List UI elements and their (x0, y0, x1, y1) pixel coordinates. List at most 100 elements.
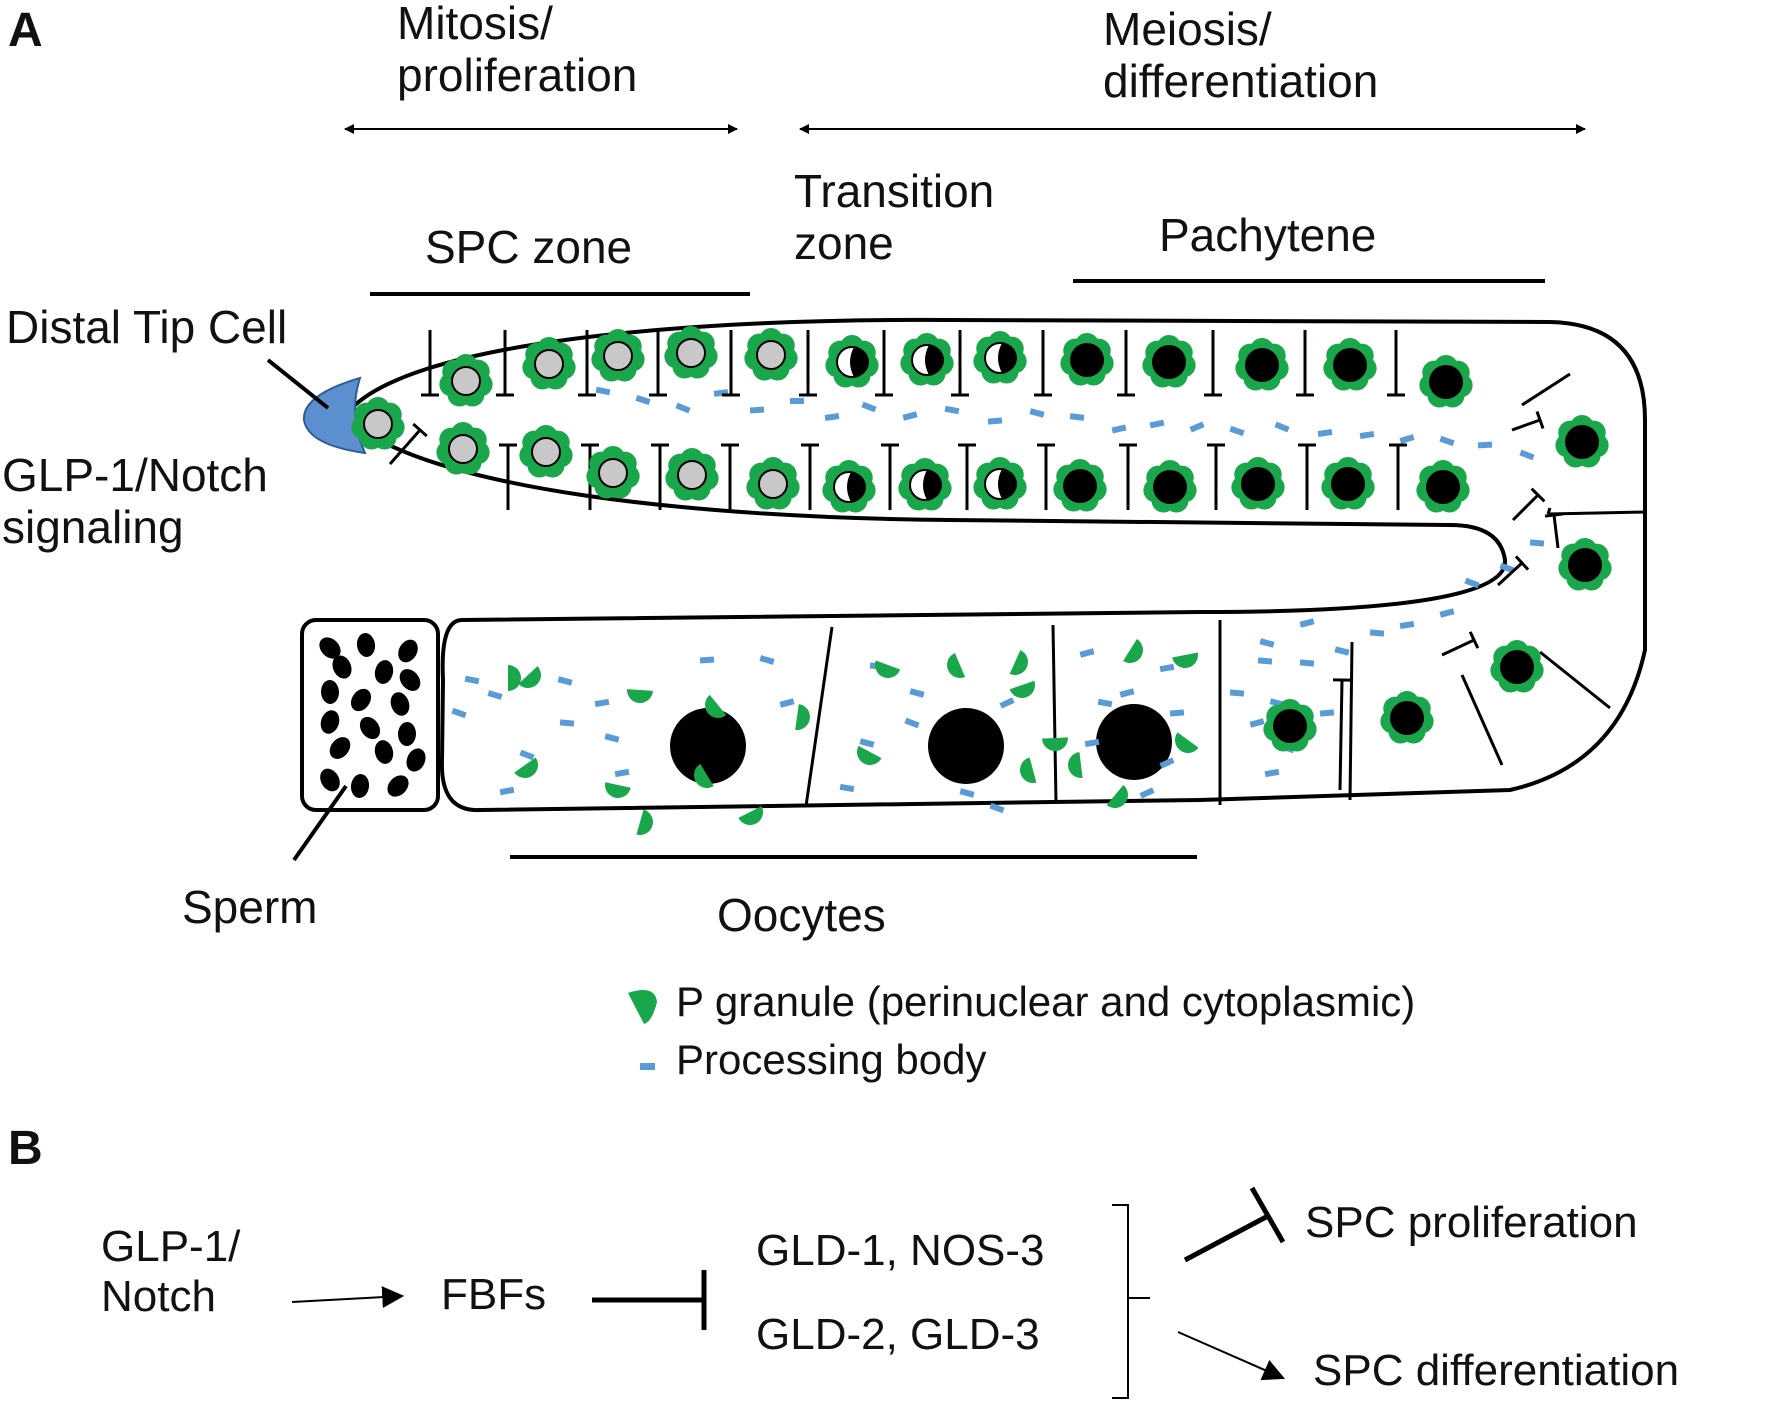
pachytene-nucleus (1152, 345, 1186, 379)
cytoplasmic-p-granule (636, 809, 653, 835)
cytoplasmic-p-granule (1106, 785, 1128, 808)
sperm-cells (319, 633, 426, 798)
processing-body-icon (640, 1063, 655, 1070)
pachytene-nucleus (1063, 469, 1097, 503)
cytoplasmic-p-granule (1042, 737, 1068, 751)
mitosis-proliferation-label: Mitosis/ proliferation (397, 0, 638, 101)
cytoplasmic-p-granule (694, 763, 714, 788)
pachytene-nucleus (1331, 467, 1365, 501)
mitotic-nucleus (531, 437, 561, 467)
germ-cell (1380, 691, 1434, 744)
processing-body (989, 802, 1005, 814)
pachytene-nucleus (1568, 548, 1602, 582)
membrane-stem (1511, 493, 1540, 522)
processing-body (1119, 688, 1135, 698)
processing-body (1299, 659, 1315, 667)
mitotic-nucleus (598, 458, 628, 488)
germ-cell (664, 326, 718, 379)
pachytene-nucleus (1565, 425, 1599, 459)
processing-body (1369, 629, 1385, 637)
processing-body (859, 738, 875, 748)
processing-body (839, 783, 855, 793)
oocyte-nucleus (928, 708, 1004, 784)
cytoplasmic-p-granule (738, 806, 763, 825)
germ-cell (1490, 640, 1544, 693)
cytoplasmic-p-granule (1009, 650, 1028, 675)
loop-divider (1546, 507, 1552, 515)
transition-zone-label: Transition zone (794, 165, 995, 269)
processing-body (1169, 709, 1185, 717)
processing-body (675, 402, 691, 414)
cytoplasmic-p-granule (875, 660, 901, 678)
processing-body (1439, 435, 1455, 447)
processing-body (1317, 428, 1333, 438)
germ-cell (825, 335, 879, 388)
germ-cell (898, 458, 952, 511)
sperm-cell (329, 737, 351, 759)
processing-body (1529, 539, 1545, 547)
germ-cell (744, 328, 798, 381)
processing-body (944, 405, 960, 415)
p-granule-icon (628, 990, 657, 1024)
pachytene-nucleus (1245, 348, 1279, 382)
processing-body (904, 717, 920, 729)
processing-body (1159, 663, 1175, 673)
germ-cell (1321, 457, 1375, 510)
pachytene-nucleus (1426, 470, 1460, 504)
germ-cell (1235, 338, 1289, 391)
loop-divider (1547, 510, 1646, 516)
germ-cell (1053, 459, 1107, 512)
processing-body (699, 656, 715, 664)
inhibit-proliferation-line (1183, 1213, 1270, 1263)
mitotic-nucleus (603, 341, 633, 371)
processing-body (1299, 618, 1315, 628)
processing-body (759, 655, 775, 665)
sperm-pointer (292, 784, 348, 862)
germ-cell (1231, 457, 1285, 510)
pachytene-nucleus (1500, 650, 1534, 684)
oocytes-label: Oocytes (717, 889, 886, 941)
germ-cell (822, 460, 876, 513)
sperm-cell (359, 716, 381, 740)
sperm-cell (390, 692, 410, 716)
oocyte-nucleus (1096, 704, 1172, 780)
crescent-chromatin (850, 347, 869, 377)
processing-body (1189, 421, 1205, 433)
cytoplasmic-p-granule (514, 757, 538, 778)
crescent-chromatin (847, 472, 866, 502)
processing-body (1499, 562, 1515, 574)
germ-cell (436, 422, 490, 475)
processing-body (1069, 413, 1085, 421)
processing-body (1399, 620, 1415, 630)
mitotic-nucleus (756, 340, 786, 370)
glp1-to-fbfs-arrow (291, 1286, 405, 1309)
processing-body (1477, 441, 1493, 449)
germ-cell (1323, 338, 1377, 391)
processing-body (1274, 421, 1290, 433)
processing-body (1359, 430, 1375, 440)
processing-body (557, 676, 573, 686)
mitotic-nucleus (448, 434, 478, 464)
cytoplasmic-p-granules (508, 638, 1199, 835)
cytoplasmic-p-granule (1020, 757, 1037, 783)
glp1-notch-label: GLP-1/ Notch (101, 1222, 241, 1321)
processing-body (1159, 757, 1175, 769)
mitotic-nucleus (363, 409, 393, 439)
spc-differentiation-label: SPC differentiation (1313, 1346, 1680, 1395)
processing-body (1257, 657, 1273, 665)
distal-tip-cell-pointer (266, 358, 330, 410)
processing-body (1464, 577, 1480, 589)
processing-body (779, 698, 795, 708)
processing-body (595, 386, 611, 396)
promote-differentiation-arrow (1177, 1331, 1286, 1381)
pachytene-label: Pachytene (1159, 209, 1377, 261)
cytoplasmic-p-granule (1175, 732, 1199, 753)
germ-cell (1060, 333, 1114, 386)
germ-cell (519, 425, 573, 478)
spc-zone-label: SPC zone (425, 221, 633, 273)
germ-cell (1263, 699, 1317, 752)
germ-cell (1142, 335, 1196, 388)
germ-cell (586, 446, 640, 499)
sperm-cell (399, 669, 421, 691)
oocyte-nucleus (670, 708, 746, 784)
